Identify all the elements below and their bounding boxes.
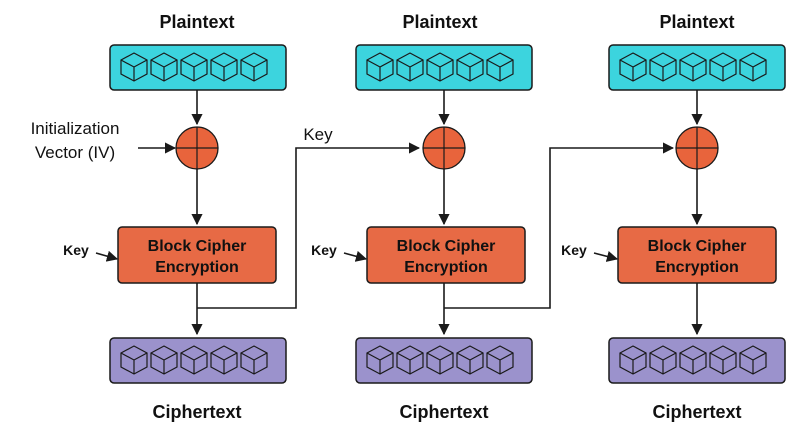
key-label-2: Key: [311, 242, 337, 258]
plaintext-label-3: Plaintext: [659, 12, 734, 32]
chain-arrow-1-2: [197, 142, 421, 309]
ciphertext-label-3: Ciphertext: [652, 402, 741, 422]
cipher-label-2a: Block Cipher: [397, 238, 496, 255]
plaintext-block-1: [109, 44, 287, 91]
iv-label-line1: Initialization: [31, 119, 120, 138]
ciphertext-block-2: [355, 337, 533, 384]
cipher-label-1a: Block Cipher: [148, 238, 247, 255]
ciphertext-block-1: [109, 337, 287, 384]
ciphertext-block-3: [608, 337, 786, 384]
xor-icon-2: [422, 126, 466, 170]
stage-2: Plaintext Key Block Cipher Encryption Ci…: [311, 12, 533, 422]
arrow-key-2: [343, 250, 368, 262]
plaintext-block-2: [355, 44, 533, 91]
cipher-label-2b: Encryption: [404, 259, 488, 276]
plaintext-label-2: Plaintext: [402, 12, 477, 32]
key-label-1: Key: [63, 242, 89, 258]
chain-arrow-2-3: [444, 142, 675, 309]
block-cipher-2: [366, 226, 526, 284]
ciphertext-label-2: Ciphertext: [399, 402, 488, 422]
key-label-3: Key: [561, 242, 587, 258]
cipher-label-1b: Encryption: [155, 259, 239, 276]
ciphertext-label-1: Ciphertext: [152, 402, 241, 422]
plaintext-block-3: [608, 44, 786, 91]
stage-3: Plaintext Key Block Cipher Encryption Ci…: [561, 12, 786, 422]
stage-1: Plaintext Initialization Vector (IV) Key…: [31, 12, 287, 422]
plaintext-label-1: Plaintext: [159, 12, 234, 32]
cipher-label-3a: Block Cipher: [648, 238, 747, 255]
key-label-top: Key: [303, 125, 333, 144]
cipher-label-3b: Encryption: [655, 259, 739, 276]
xor-icon-1: [175, 126, 219, 170]
iv-label-line2: Vector (IV): [35, 143, 115, 162]
arrow-key-1: [95, 250, 119, 262]
arrow-key-3: [593, 251, 619, 262]
xor-icon-3: [675, 126, 719, 170]
